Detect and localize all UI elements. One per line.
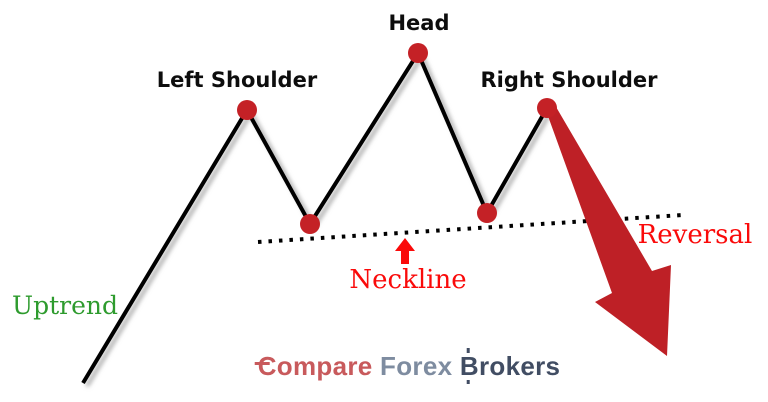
- logo-forex-text: Forex: [380, 351, 453, 381]
- price-line: [81, 48, 549, 385]
- neckline-label: Neckline: [349, 265, 467, 295]
- right-shoulder-peak-dot: [537, 98, 557, 118]
- reversal-label: Reversal: [637, 220, 753, 250]
- uptrend-label: Uptrend: [12, 291, 118, 320]
- logo-brokers-text: rokers: [478, 351, 561, 381]
- reversal-arrow: [544, 100, 671, 356]
- left-shoulder-peak-dot: [237, 100, 257, 120]
- head-peak-dot: [408, 43, 428, 63]
- logo-compare-c: C: [254, 351, 277, 381]
- right-shoulder-label: Right Shoulder: [480, 68, 658, 92]
- left-shoulder-label: Left Shoulder: [156, 68, 318, 92]
- logo-compare-text: ompare: [276, 351, 373, 381]
- neckline-pointer-arrow-icon: [395, 238, 415, 264]
- compareforexbrokers-logo: Compare Forex Brokers: [254, 348, 561, 384]
- logo-brokers-b: B: [459, 348, 479, 384]
- head-label: Head: [388, 11, 450, 35]
- trough-1-dot: [300, 214, 320, 234]
- neckline-dotted-line: [257, 213, 684, 244]
- trough-2-dot: [477, 203, 497, 223]
